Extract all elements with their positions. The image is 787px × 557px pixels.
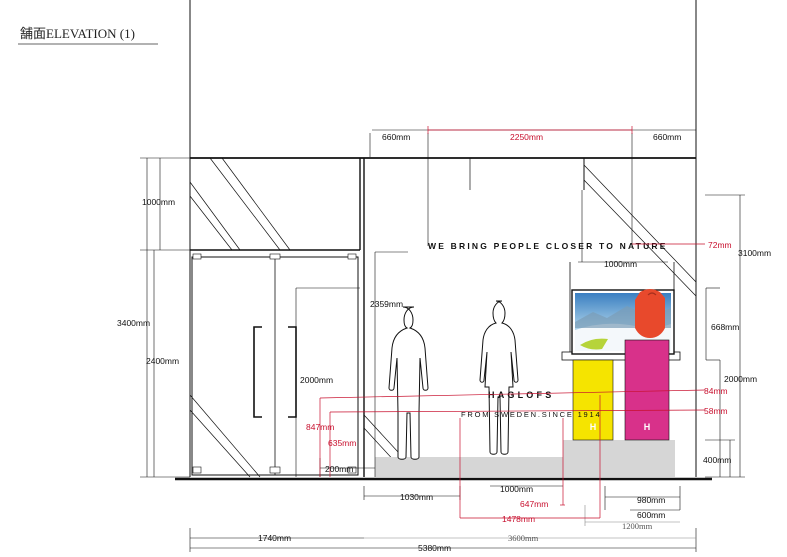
drawing-title: 舗面ELEVATION (1) <box>20 26 135 41</box>
human-figure-female <box>479 300 519 455</box>
dim-bottom-600: 600mm <box>637 510 665 520</box>
human-figure-male <box>388 306 429 460</box>
dim-bottom-1200: 1200mm <box>622 521 653 531</box>
door-handle-right <box>288 326 297 418</box>
tagline-text: FROM SWEDEN.SINCE 1914 <box>461 410 601 419</box>
dim-right-2000: 2000mm <box>724 374 757 384</box>
dim-overall-3600: 3600mm <box>508 533 539 543</box>
dim-display-1000: 1000mm <box>604 259 637 269</box>
dim-bottom-200: 200mm <box>325 464 353 474</box>
dim-red-84: 84mm <box>704 386 728 396</box>
dim-red-1478: 1478mm <box>502 514 535 524</box>
dim-red-58: 58mm <box>704 406 728 416</box>
dim-red-635: 635mm <box>328 438 356 448</box>
pedestal-magenta <box>624 339 670 441</box>
pedestals: H H <box>572 339 670 441</box>
dim-inner-2359: 2359mm <box>370 299 403 309</box>
dim-left-1000: 1000mm <box>142 197 175 207</box>
display-base <box>563 440 675 477</box>
floor-platform <box>375 457 563 477</box>
dim-left-3400: 3400mm <box>117 318 150 328</box>
dim-red-72: 72mm <box>708 240 732 250</box>
dimension-lines-black <box>140 129 745 552</box>
pedestal-yellow <box>572 359 614 441</box>
brand-text: HAGLOFS <box>488 390 554 400</box>
screen-image-jacket <box>580 338 608 350</box>
dim-door-2000: 2000mm <box>300 375 333 385</box>
dim-top-left: 660mm <box>382 132 410 142</box>
dim-bottom-980: 980mm <box>637 495 665 505</box>
dim-red-647: 647mm <box>520 499 548 509</box>
slogan-text: WE BRING PEOPLE CLOSER TO NATURE <box>428 241 668 251</box>
dimension-lines-red <box>319 126 706 519</box>
brand-logo-magenta: H <box>644 422 651 432</box>
dim-red-847: 847mm <box>306 422 334 432</box>
dim-overall-5380: 5380mm <box>418 543 451 553</box>
dim-bottom-1030: 1030mm <box>400 492 433 502</box>
dimension-lines-grey <box>364 505 696 539</box>
dim-top-right: 660mm <box>653 132 681 142</box>
dim-right-400: 400mm <box>703 455 731 465</box>
dim-right-668: 668mm <box>711 322 739 332</box>
brand-logo-yellow: H <box>590 422 597 432</box>
dim-left-2400: 2400mm <box>146 356 179 366</box>
door-handle-left <box>253 326 262 418</box>
human-figures <box>388 300 519 460</box>
dim-bottom-1000: 1000mm <box>500 484 533 494</box>
backpack-icon <box>635 289 665 338</box>
building-outline <box>175 0 712 481</box>
dim-right-3100: 3100mm <box>738 248 771 258</box>
dim-top-center: 2250mm <box>510 132 543 142</box>
display-unit <box>561 262 681 361</box>
dim-overall-1740: 1740mm <box>258 533 291 543</box>
